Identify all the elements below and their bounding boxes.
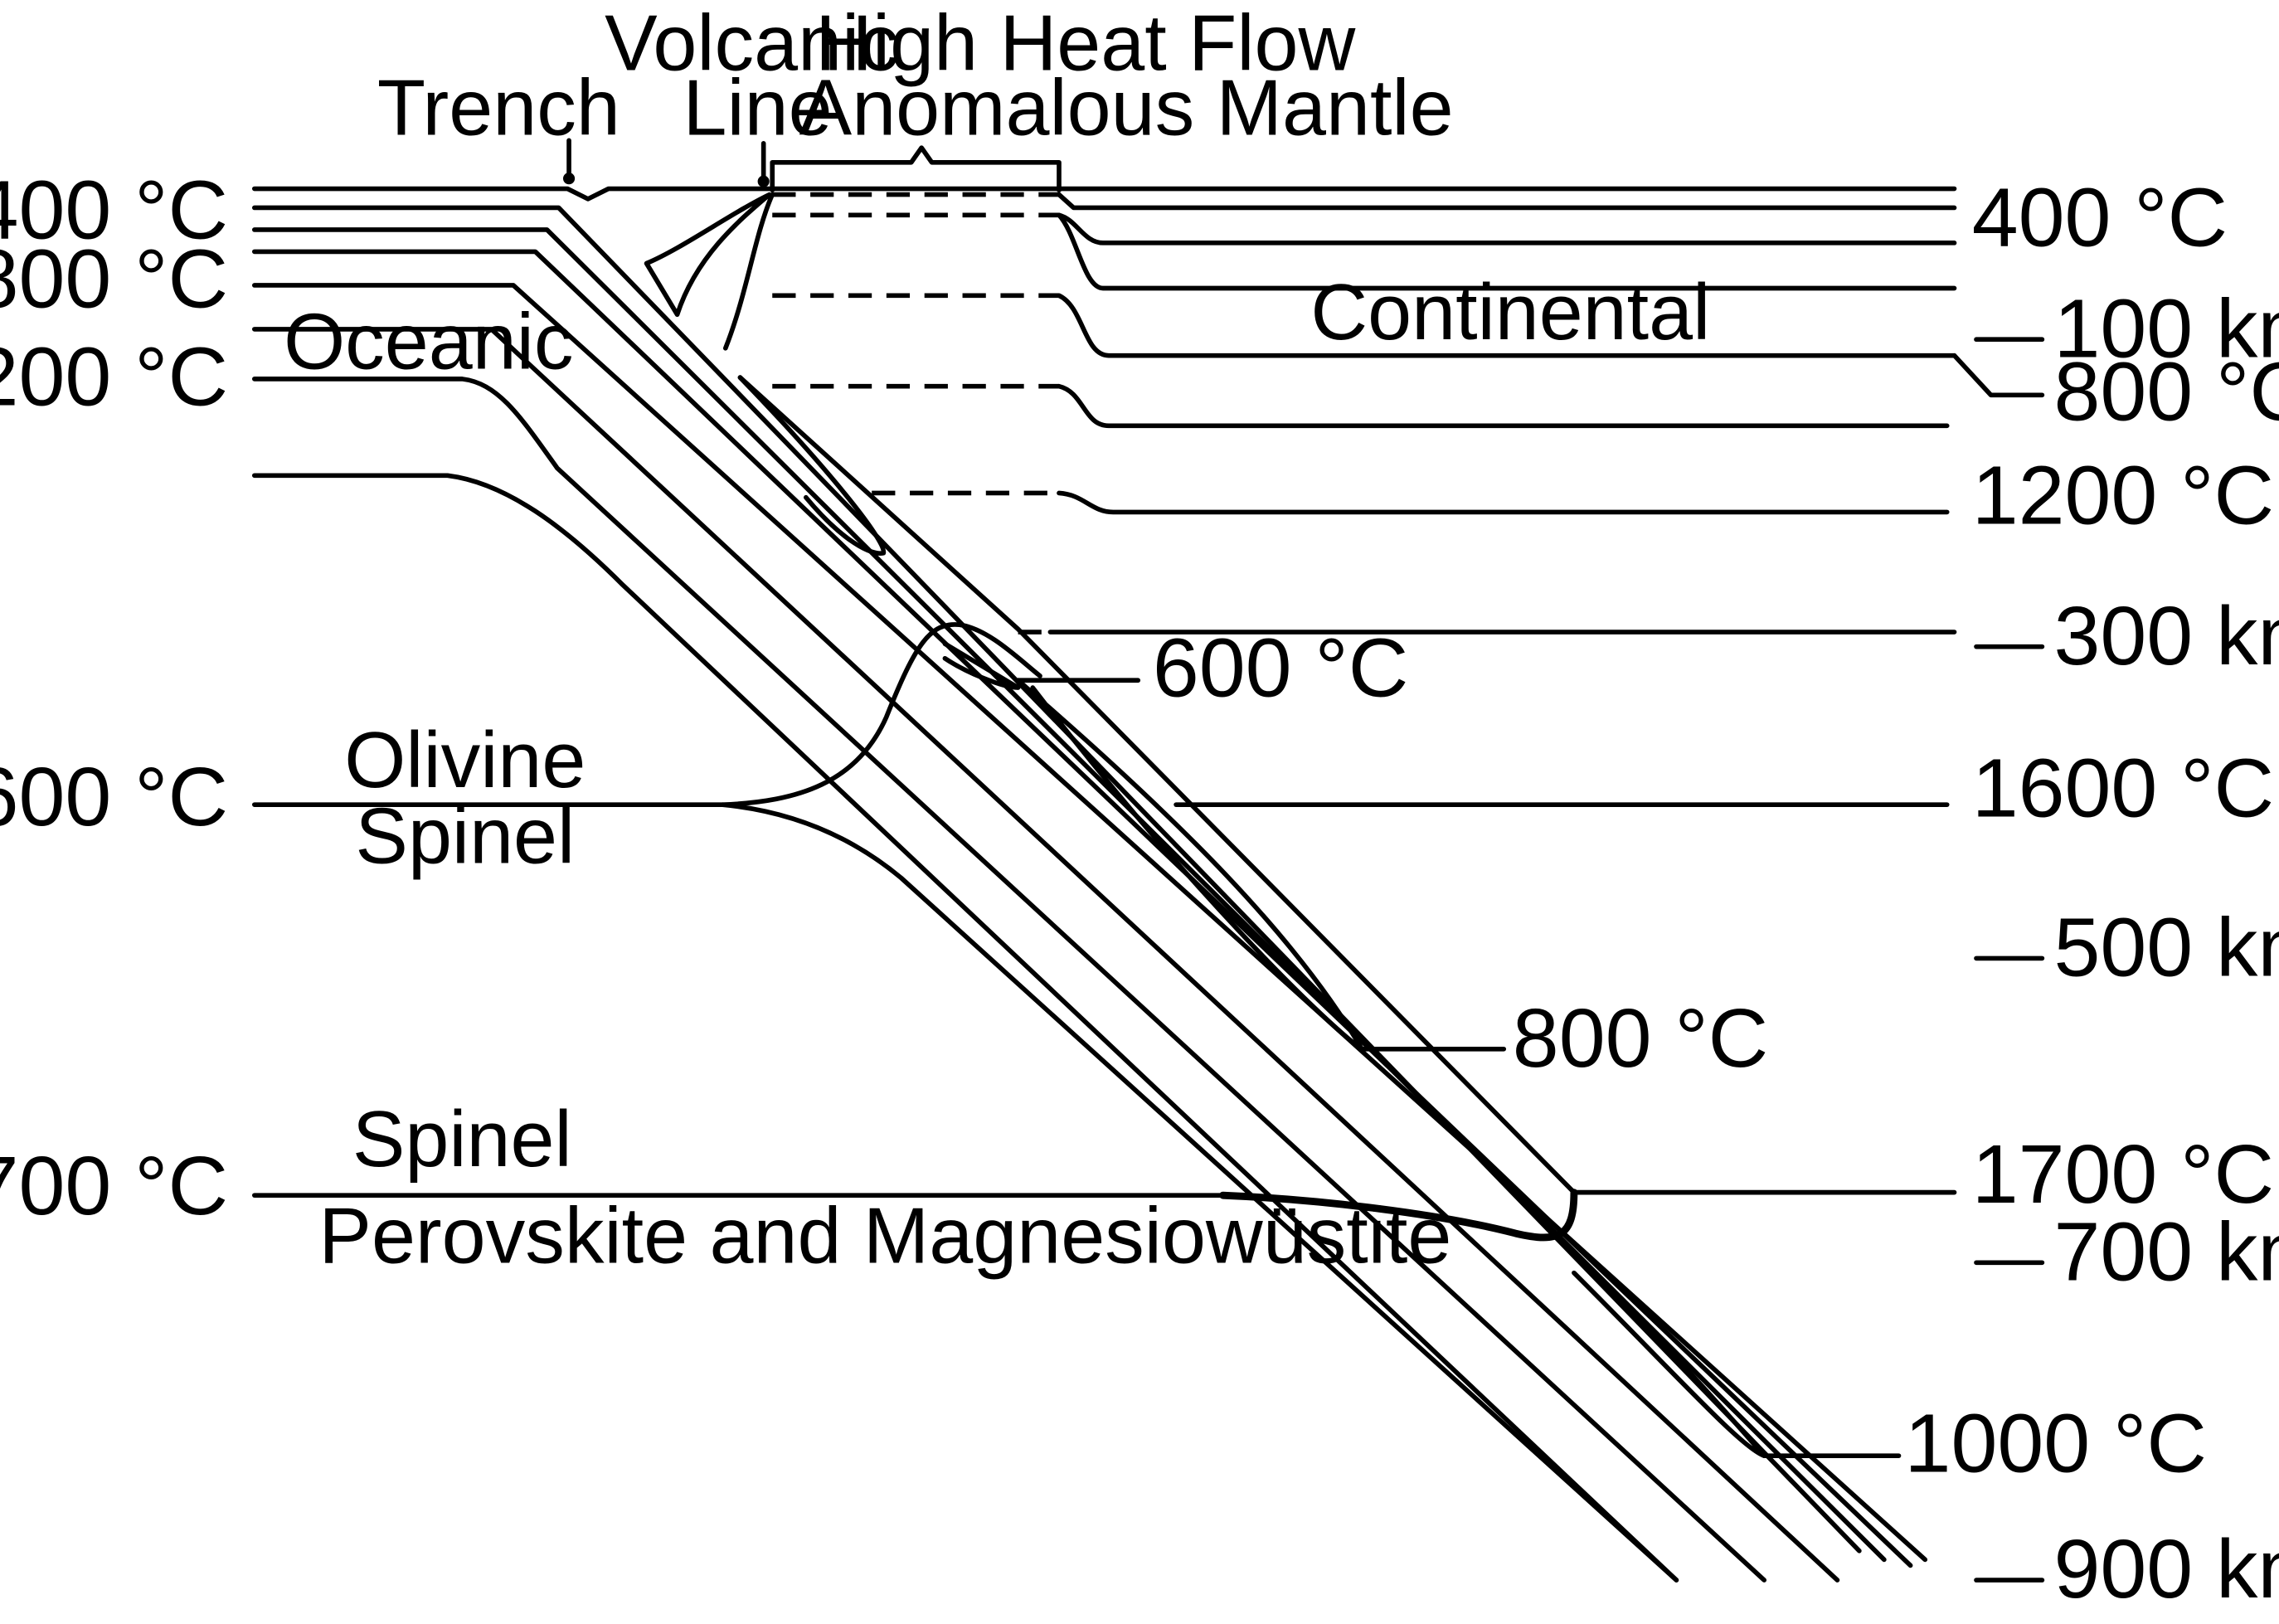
perovskite-label: Perovskite and Magnesiowüstite — [318, 1192, 1451, 1280]
phase-boundaries — [251, 622, 1679, 1583]
left-isotherm-1700: 1700 °C — [0, 1140, 228, 1233]
right-isotherm-1600: 1600 °C — [1972, 741, 2274, 834]
continental-isotherms — [772, 192, 2045, 1195]
depth-900km: 900 km — [2053, 1523, 2279, 1616]
anomalous-mantle-label: Anomalous Mantle — [799, 64, 1454, 152]
oceanic-label: Oceanic — [284, 299, 573, 387]
depth-300km: 300 km — [2053, 590, 2279, 683]
volcanic-line-label-1: Volcanic — [605, 0, 899, 88]
left-isotherm-1600: 1600 °C — [0, 751, 228, 844]
right-isotherm-1200: 1200 °C — [1972, 449, 2274, 542]
high-heat-flow-label: High Heat Flow — [815, 0, 1356, 88]
trench-label: Trench — [377, 64, 620, 152]
olivine-label: Olivine — [344, 717, 586, 805]
left-isotherm-1200: 1200 °C — [0, 331, 228, 424]
left-isotherm-400: 400 °C — [0, 164, 228, 257]
depth-500km: 500 km — [2053, 902, 2279, 994]
spinel-lower-label: Spinel — [352, 1096, 572, 1184]
continental-label: Continental — [1310, 269, 1710, 357]
volcanic-line-label-2: Line — [683, 64, 833, 152]
right-isotherm-800: 800 °C — [2053, 345, 2279, 438]
slab-leaders — [1015, 678, 1902, 1458]
depth-700km: 700 km — [2053, 1205, 2279, 1298]
surface-and-trench — [251, 138, 1957, 202]
slab-cold-core-isotherms — [644, 192, 1767, 1458]
depth-100km: 100 km — [2053, 282, 2279, 375]
left-isotherm-800: 800 °C — [0, 232, 228, 325]
spinel-upper-label: Spinel — [355, 793, 575, 881]
slab-isotherm-600: 600 °C — [1153, 622, 1408, 715]
right-isotherm-1700: 1700 °C — [1972, 1128, 2274, 1221]
slab-isotherm-1000: 1000 °C — [1905, 1398, 2207, 1490]
depth-ticks — [1974, 337, 2045, 1583]
right-isotherm-400: 400 °C — [1972, 171, 2228, 264]
oceanic-isotherms — [251, 205, 1928, 1583]
slab-isotherm-800: 800 °C — [1513, 992, 1768, 1085]
